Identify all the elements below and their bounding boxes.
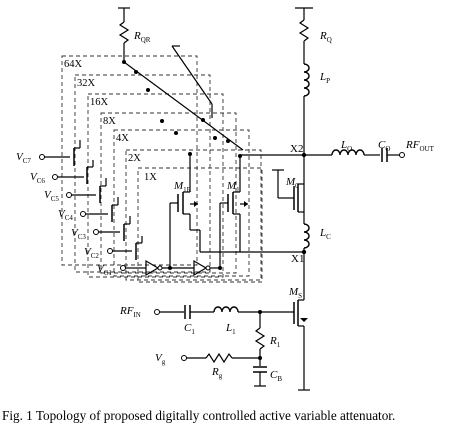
inverter-1 (145, 259, 160, 277)
vc4-label: VC4 (58, 208, 73, 222)
l-1-label: L1 (225, 322, 236, 336)
vc1-terminal (120, 265, 126, 271)
bank-label-8x: 8X (103, 116, 116, 127)
bank-label-64x: 64X (64, 59, 83, 70)
rf-out-terminal (399, 152, 405, 158)
node-x2-label: X2 (290, 143, 303, 155)
m-0-label: M0 (285, 176, 299, 190)
vc4-terminal (80, 211, 86, 217)
control-inputs: VC7 VC6 VC5 VC4 VC3 VC2 VC1 (16, 151, 140, 277)
vc2-terminal (107, 248, 113, 254)
bank-box-2x (125, 149, 262, 281)
vc2-label: VC2 (84, 246, 99, 260)
rf-out-label: RFOUT (405, 139, 435, 153)
r-q-label: RQ (319, 30, 332, 44)
input-network: RFIN C1 L1 R1 Vg Rg CB (119, 305, 294, 387)
vc5-terminal (66, 192, 72, 198)
l-c-inductor (303, 223, 310, 249)
l-o-inductor (331, 149, 365, 156)
rf-in-label: RFIN (119, 305, 141, 319)
vc6-label: VC6 (30, 171, 45, 185)
vc7-terminal (39, 154, 45, 160)
r-1-label: R1 (269, 335, 281, 349)
control-switches (73, 140, 143, 260)
main-branch: RQ LP X2 LO CO RFOUT M0 LC X1 (200, 7, 435, 391)
vc7-label: VC7 (16, 151, 31, 165)
r-q-resistor (298, 19, 310, 42)
bank-label-2x: 2X (128, 153, 141, 164)
c-o-label: CO (378, 139, 390, 153)
r-1-resistor (254, 327, 266, 350)
c-1-label: C1 (184, 322, 195, 336)
m-1-label: M1 (226, 180, 240, 194)
m-1r-label: M1R (173, 180, 192, 194)
inverter-2 (193, 259, 208, 277)
bank-boxes: 64X 32X 16X 8X 4X 2X 1X (61, 55, 263, 283)
bank-label-1x: 1X (144, 172, 157, 183)
l-c-label: LC (319, 227, 331, 241)
l-p-label: LP (319, 71, 330, 85)
m-s-label: MS (288, 286, 302, 300)
vc6-terminal (52, 174, 58, 180)
bank-label-32x: 32X (77, 78, 96, 89)
vc3-label: VC3 (71, 227, 86, 241)
r-g-label: Rg (211, 366, 223, 380)
bank-label-4x: 4X (116, 133, 129, 144)
r-qr-label: RQR (133, 30, 151, 44)
vc5-label: VC5 (44, 189, 59, 203)
vc1-label: VC1 (97, 263, 112, 277)
v-g-terminal (181, 355, 187, 361)
rf-in-terminal (154, 309, 160, 315)
rqr-branch: RQR (118, 7, 244, 158)
bank-box-32x (74, 74, 211, 273)
bank-label-16x: 16X (90, 97, 109, 108)
bank-box-16x (87, 93, 224, 278)
v-g-label: Vg (155, 352, 166, 366)
l-1-inductor (213, 306, 239, 313)
node-x1-label: X1 (291, 253, 304, 265)
c-b-label: CB (270, 369, 282, 383)
r-qr-resistor (118, 21, 130, 44)
l-p-inductor (303, 63, 310, 97)
r-g-resistor (205, 352, 233, 364)
bank-box-64x (61, 55, 198, 266)
unit-cell-1x: M1R M1 (140, 154, 248, 277)
l-o-label: LO (340, 139, 352, 153)
figure-caption: Fig. 1 Topology of proposed digitally co… (2, 408, 395, 423)
vc3-terminal (93, 229, 99, 235)
